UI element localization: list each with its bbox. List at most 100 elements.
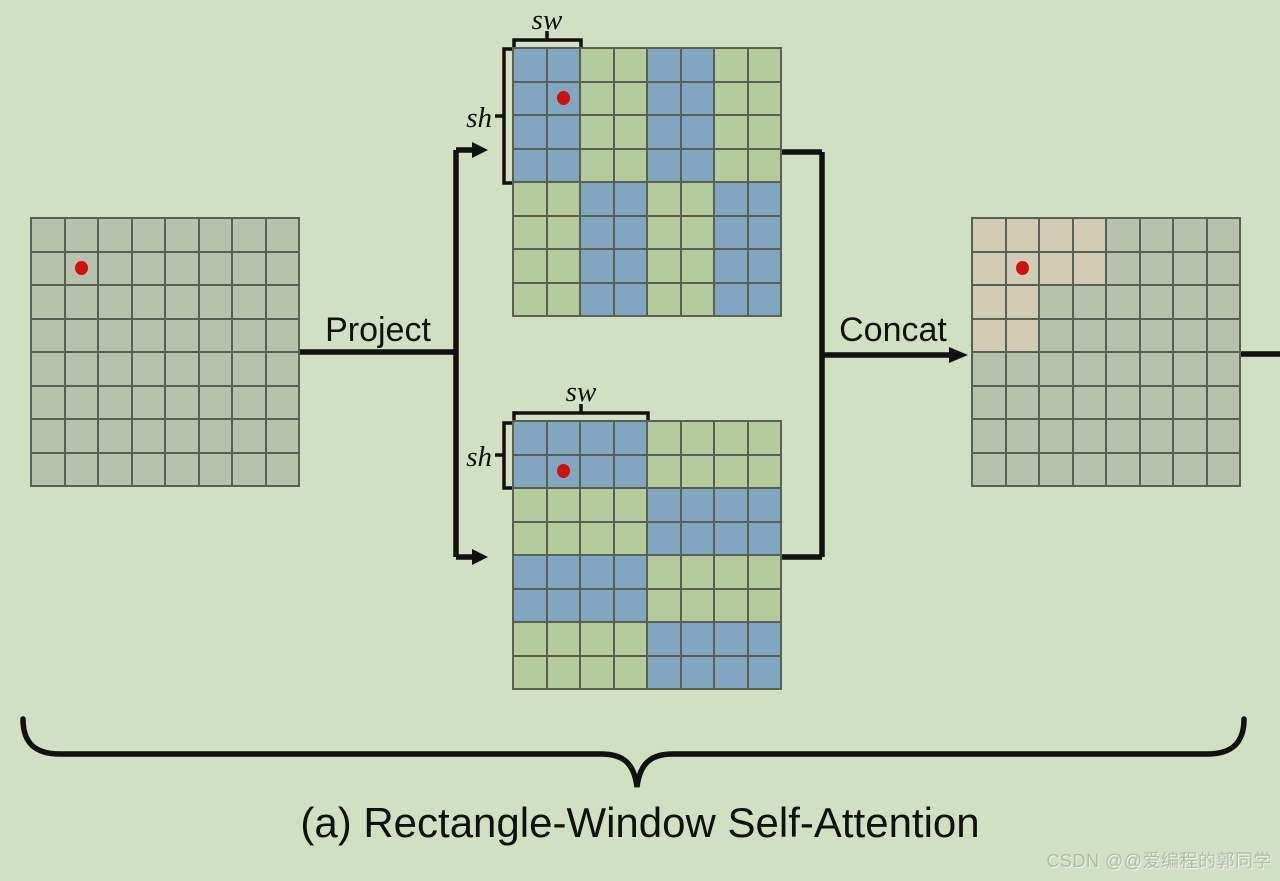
- grid-cell: [614, 216, 646, 248]
- grid-cell: [132, 386, 164, 418]
- grid-cell: [1207, 219, 1239, 251]
- grid-cell: [1006, 219, 1038, 251]
- sh-bracket-bottom: [495, 421, 513, 490]
- grid-cell: [715, 116, 747, 148]
- grid-cell: [715, 556, 747, 588]
- grid-cell: [748, 250, 780, 282]
- grid-cell: [1107, 319, 1139, 351]
- grid-cell: [1040, 386, 1072, 418]
- grid-cell: [1073, 353, 1105, 385]
- grid-cell: [715, 422, 747, 454]
- grid-cell: [1073, 420, 1105, 452]
- grid-cell: [1107, 353, 1139, 385]
- bottom-brace: [20, 716, 1247, 788]
- grid-cell: [233, 386, 265, 418]
- project-arrow: [300, 147, 473, 560]
- grid-cell: [614, 422, 646, 454]
- grid-cell: [715, 522, 747, 554]
- grid-cell: [614, 149, 646, 181]
- grid-cell: [715, 183, 747, 215]
- grid-cell: [514, 116, 546, 148]
- grid-cell: [547, 656, 579, 688]
- grid-cell: [715, 589, 747, 621]
- grid-cell: [514, 556, 546, 588]
- grid-cell: [32, 219, 64, 251]
- grid-cell: [715, 82, 747, 114]
- grid-cell: [1006, 353, 1038, 385]
- grid-cell: [514, 623, 546, 655]
- grid-cell: [514, 422, 546, 454]
- grid-cell: [99, 453, 131, 485]
- grid-cell: [547, 116, 579, 148]
- grid-cell: [581, 82, 613, 114]
- grid-cell: [166, 286, 198, 318]
- grid-cell: [233, 453, 265, 485]
- grid-cell: [132, 252, 164, 284]
- grid-cell: [648, 489, 680, 521]
- grid-cell: [266, 319, 298, 351]
- grid-cell: [748, 116, 780, 148]
- vertical-windows-grid: [512, 47, 782, 317]
- grid-cell: [514, 216, 546, 248]
- grid-cell: [748, 455, 780, 487]
- grid-cell: [1174, 353, 1206, 385]
- grid-cell: [648, 82, 680, 114]
- grid-cell: [614, 623, 646, 655]
- concat-label: Concat: [839, 311, 947, 349]
- grid-cell: [581, 455, 613, 487]
- grid-cell: [199, 219, 231, 251]
- grid-cell: [614, 522, 646, 554]
- watermark-text: CSDN @@爱编程的郭同学: [1046, 851, 1272, 871]
- grid-cell: [748, 656, 780, 688]
- grid-cell: [973, 386, 1005, 418]
- grid-cell: [1174, 219, 1206, 251]
- grid-cell: [648, 49, 680, 81]
- grid-cell: [648, 250, 680, 282]
- grid-cell: [648, 183, 680, 215]
- grid-cell: [1207, 353, 1239, 385]
- grid-cell: [99, 252, 131, 284]
- grid-cell: [547, 283, 579, 315]
- grid-cell: [581, 522, 613, 554]
- grid-cell: [715, 455, 747, 487]
- grid-cell: [715, 623, 747, 655]
- grid-cell: [199, 420, 231, 452]
- grid-cell: [99, 386, 131, 418]
- grid-cell: [681, 116, 713, 148]
- grid-cell: [1207, 420, 1239, 452]
- grid-cell: [266, 219, 298, 251]
- grid-cell: [266, 420, 298, 452]
- grid-cell: [1006, 286, 1038, 318]
- horizontal-windows-grid: [512, 420, 782, 690]
- grid-cell: [65, 353, 97, 385]
- grid-cell: [233, 353, 265, 385]
- grid-cell: [715, 250, 747, 282]
- grid-cell: [973, 420, 1005, 452]
- grid-cell: [681, 82, 713, 114]
- grid-cell: [973, 319, 1005, 351]
- grid-cell: [1207, 386, 1239, 418]
- grid-cell: [1174, 420, 1206, 452]
- grid-cell: [614, 556, 646, 588]
- grid-cell: [581, 183, 613, 215]
- grid-cell: [132, 219, 164, 251]
- grid-cell: [233, 252, 265, 284]
- grid-cell: [1207, 453, 1239, 485]
- grid-cell: [547, 422, 579, 454]
- grid-cell: [648, 522, 680, 554]
- grid-cell: [65, 453, 97, 485]
- grid-cell: [973, 252, 1005, 284]
- project-arrowhead-top: [472, 142, 488, 158]
- grid-cell: [681, 556, 713, 588]
- grid-cell: [199, 353, 231, 385]
- grid-cell: [581, 49, 613, 81]
- grid-cell: [681, 489, 713, 521]
- grid-cell: [715, 149, 747, 181]
- grid-cell: [581, 656, 613, 688]
- grid-cell: [581, 149, 613, 181]
- grid-cell: [748, 149, 780, 181]
- grid-cell: [581, 422, 613, 454]
- grid-cell: [648, 656, 680, 688]
- grid-cell: [1107, 453, 1139, 485]
